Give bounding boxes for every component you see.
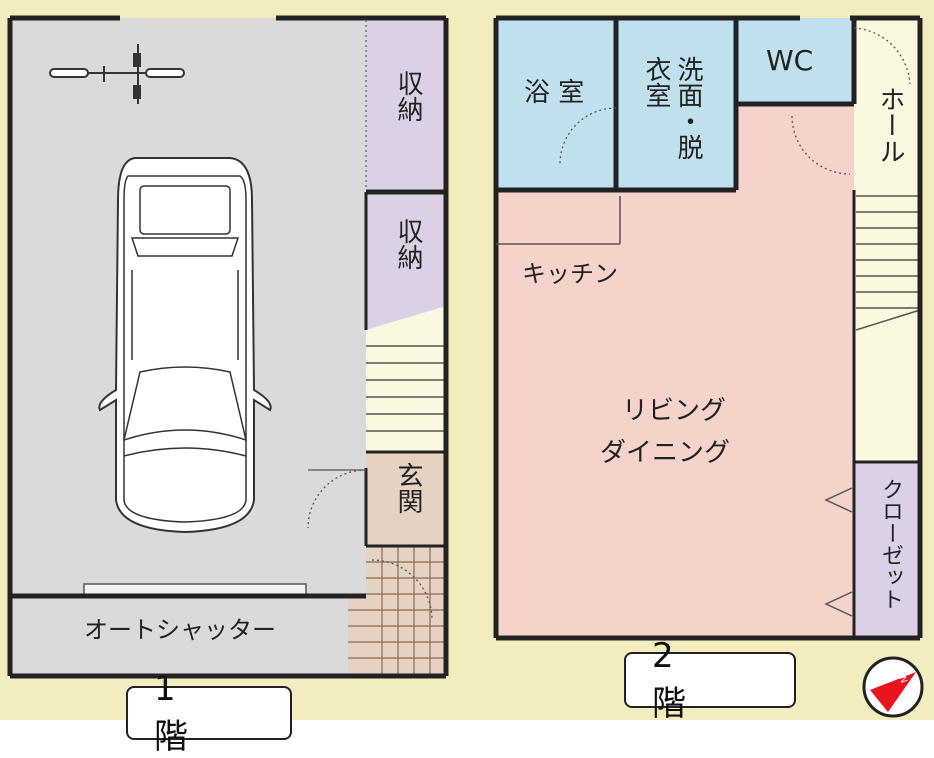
floor1-badge: 1 階 [126, 669, 292, 757]
closet-label: クローゼット [878, 478, 903, 610]
bath-label: 浴 室 [524, 78, 585, 108]
shutter-label: オートシャッター [84, 616, 276, 644]
dining-label: ダイニング [600, 438, 731, 468]
bath-room [496, 18, 616, 190]
washroom-room [616, 18, 736, 190]
storage-lower-room [366, 196, 446, 330]
entrance-room [366, 452, 446, 546]
washroom-label: 洗面・脱衣室 [641, 56, 703, 160]
storage-lower-label: 収納 [393, 218, 423, 270]
wc-room [736, 18, 854, 104]
floor1-stairs [366, 306, 446, 452]
bicycle-icon [49, 44, 185, 104]
storage-upper-label: 収納 [393, 70, 423, 122]
storage-upper-room [366, 18, 446, 192]
compass-icon: N [862, 656, 924, 718]
kitchen-label: キッチン [522, 260, 618, 288]
hall-room [854, 18, 920, 462]
living-label: リビング [622, 396, 727, 426]
porch-tiles [366, 546, 446, 676]
car-icon [98, 157, 272, 534]
hall-label: ホール [875, 86, 905, 164]
floor2-badge: 2 階 [624, 636, 796, 724]
wc-label: WC [766, 44, 814, 77]
floor-plan-drawing [7, 15, 923, 679]
compass-north-label: N [899, 674, 911, 684]
entrance-label: 玄関 [393, 462, 423, 514]
closet-room [854, 462, 920, 638]
